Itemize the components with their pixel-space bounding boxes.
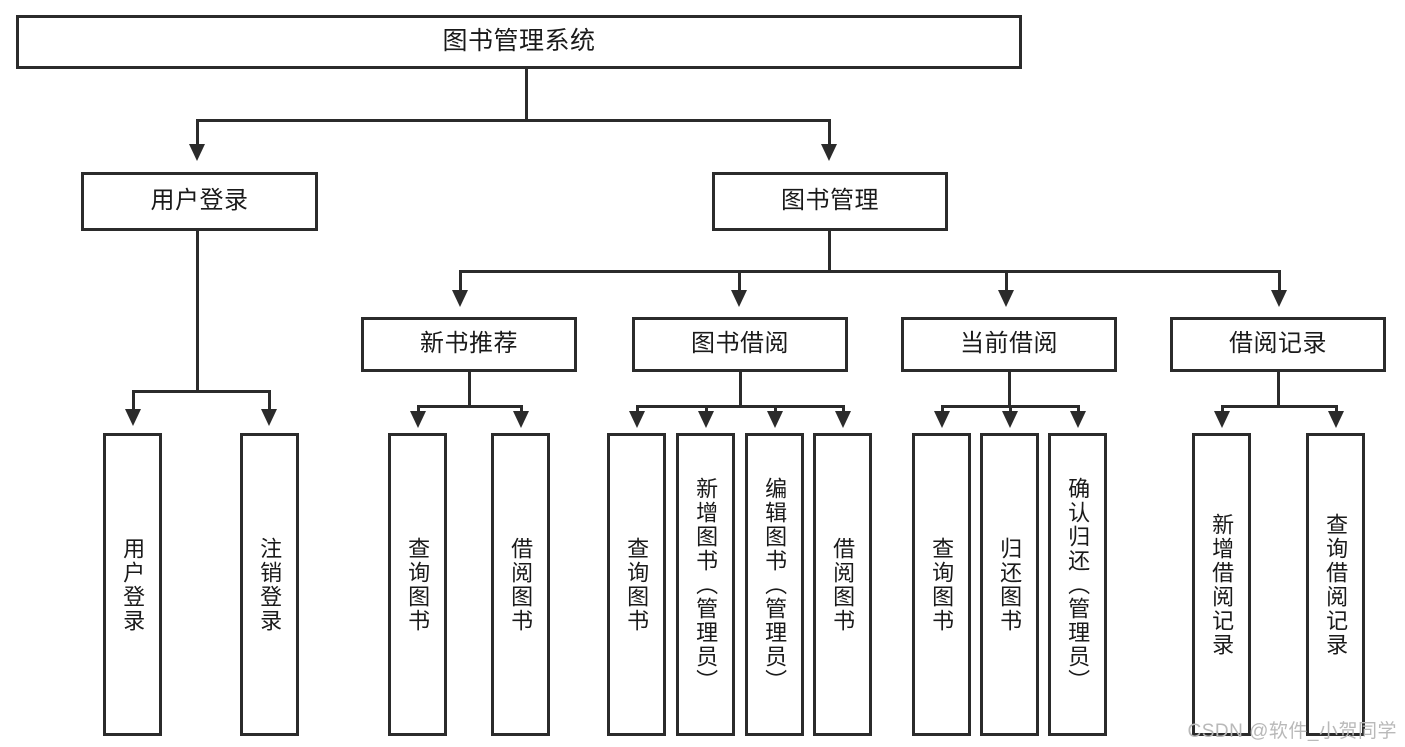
leaf-label: 借阅图书 <box>508 536 534 633</box>
node-new-book-recommend[interactable]: 新书推荐 <box>361 317 577 372</box>
connector-new-book-trunk <box>468 372 471 408</box>
leaf-return-book[interactable]: 归还图书 <box>980 433 1039 736</box>
node-current-borrow[interactable]: 当前借阅 <box>901 317 1117 372</box>
node-label: 借阅记录 <box>1229 330 1327 358</box>
arrowhead-cb-leaf2 <box>1002 411 1018 428</box>
csdn-watermark: CSDN @软件_小贺同学 <box>1187 721 1397 742</box>
connector-root-to-user-login <box>196 119 199 144</box>
arrowhead-book-borrow <box>731 290 747 307</box>
arrowhead-br-leaf1 <box>1214 411 1230 428</box>
node-label: 用户登录 <box>150 187 249 215</box>
leaf-label: 注销登录 <box>257 536 283 633</box>
leaf-label: 新增借阅记录 <box>1209 512 1235 657</box>
arrowhead-cb-leaf1 <box>934 411 950 428</box>
connector-book-borrow-bus <box>636 405 844 408</box>
leaf-query-book-current[interactable]: 查询图书 <box>912 433 971 736</box>
node-label: 新书推荐 <box>420 330 518 358</box>
leaf-user-login[interactable]: 用户登录 <box>103 433 162 736</box>
leaf-label: 编辑图书（管理员） <box>762 476 788 693</box>
leaf-label: 查询图书 <box>405 536 431 633</box>
connector-user-login-leaf1 <box>132 390 135 409</box>
leaf-label: 查询图书 <box>624 536 650 633</box>
connector-book-borrow-trunk <box>739 372 742 408</box>
arrowhead-current-borrow <box>998 290 1014 307</box>
arrowhead-cb-leaf3 <box>1070 411 1086 428</box>
connector-root-trunk <box>525 69 528 121</box>
connector-cb-leaf2 <box>1009 405 1012 413</box>
leaf-label: 查询图书 <box>929 536 955 633</box>
connector-bm-to-new-book <box>459 270 462 290</box>
connector-bm-to-borrow-record <box>1278 270 1281 290</box>
node-label: 当前借阅 <box>960 330 1058 358</box>
leaf-label: 用户登录 <box>120 536 146 633</box>
connector-root-bus <box>196 119 830 122</box>
arrowhead-leaf-user-login <box>125 409 141 426</box>
connector-borrow-record-bus <box>1221 405 1338 408</box>
leaf-logout-login[interactable]: 注销登录 <box>240 433 299 736</box>
connector-book-management-bus <box>459 270 1281 273</box>
node-label: 图书借阅 <box>691 330 789 358</box>
connector-cb-leaf3 <box>1077 405 1080 413</box>
leaf-confirm-return-admin[interactable]: 确认归还（管理员） <box>1048 433 1107 736</box>
arrowhead-nb-leaf2 <box>513 411 529 428</box>
leaf-borrow-book[interactable]: 借阅图书 <box>813 433 872 736</box>
node-label: 图书管理系统 <box>442 27 596 56</box>
leaf-query-book-new-recommend[interactable]: 查询图书 <box>388 433 447 736</box>
node-book-borrow[interactable]: 图书借阅 <box>632 317 848 372</box>
leaf-label: 查询借阅记录 <box>1323 512 1349 657</box>
arrowhead-user-login <box>189 144 205 161</box>
node-root-book-management-system[interactable]: 图书管理系统 <box>16 15 1022 69</box>
arrowhead-leaf-logout <box>261 409 277 426</box>
node-borrow-record[interactable]: 借阅记录 <box>1170 317 1386 372</box>
connector-bb-leaf2 <box>705 405 708 413</box>
node-book-management[interactable]: 图书管理 <box>712 172 948 231</box>
arrowhead-bb-leaf1 <box>629 411 645 428</box>
arrowhead-new-book-recommend <box>452 290 468 307</box>
connector-br-leaf2 <box>1335 405 1338 413</box>
leaf-query-book-borrow[interactable]: 查询图书 <box>607 433 666 736</box>
connector-user-login-bus <box>132 390 271 393</box>
leaf-edit-book-admin[interactable]: 编辑图书（管理员） <box>745 433 804 736</box>
leaf-add-book-admin[interactable]: 新增图书（管理员） <box>676 433 735 736</box>
leaf-label: 借阅图书 <box>830 536 856 633</box>
connector-user-login-leaf2 <box>268 390 271 409</box>
connector-bb-leaf1 <box>636 405 639 413</box>
arrowhead-nb-leaf1 <box>410 411 426 428</box>
arrowhead-book-management <box>821 144 837 161</box>
leaf-label: 归还图书 <box>997 536 1023 633</box>
arrowhead-br-leaf2 <box>1328 411 1344 428</box>
connector-book-management-trunk <box>828 231 831 272</box>
connector-user-login-trunk <box>196 231 199 392</box>
leaf-label: 确认归还（管理员） <box>1065 476 1091 693</box>
connector-bm-to-current-borrow <box>1005 270 1008 290</box>
connector-borrow-record-trunk <box>1277 372 1280 408</box>
node-label: 图书管理 <box>781 187 879 215</box>
connector-current-borrow-trunk <box>1008 372 1011 408</box>
leaf-borrow-book-new-recommend[interactable]: 借阅图书 <box>491 433 550 736</box>
connector-nb-leaf2 <box>520 405 523 413</box>
leaf-label: 新增图书（管理员） <box>693 476 719 693</box>
arrowhead-bb-leaf4 <box>835 411 851 428</box>
arrowhead-bb-leaf3 <box>767 411 783 428</box>
leaf-query-borrow-record[interactable]: 查询借阅记录 <box>1306 433 1365 736</box>
connector-bb-leaf3 <box>774 405 777 413</box>
connector-br-leaf1 <box>1221 405 1224 413</box>
connector-bb-leaf4 <box>842 405 845 413</box>
connector-bm-to-book-borrow <box>738 270 741 290</box>
leaf-add-borrow-record[interactable]: 新增借阅记录 <box>1192 433 1251 736</box>
connector-root-to-book-management <box>828 119 831 144</box>
arrowhead-bb-leaf2 <box>698 411 714 428</box>
arrowhead-borrow-record <box>1271 290 1287 307</box>
connector-nb-leaf1 <box>417 405 420 413</box>
node-user-login[interactable]: 用户登录 <box>81 172 318 231</box>
connector-cb-leaf1 <box>941 405 944 413</box>
connector-new-book-bus <box>417 405 523 408</box>
